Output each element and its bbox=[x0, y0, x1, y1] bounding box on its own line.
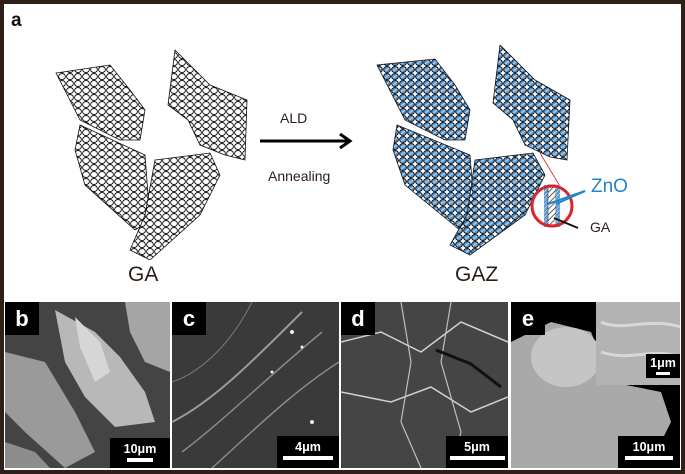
ga-lattice-illustration bbox=[55, 49, 248, 260]
zno-label: ZnO bbox=[591, 176, 628, 197]
panel-label-b: b bbox=[5, 302, 39, 335]
scale-bar-b-line bbox=[127, 458, 153, 462]
inset-scale-bar-e-label: 1μm bbox=[650, 356, 676, 370]
panel-label-a: a bbox=[11, 10, 22, 31]
scale-bar-c-label: 4μm bbox=[295, 440, 321, 454]
zno-coating-inset bbox=[530, 184, 586, 229]
scale-bar-b-label: 10μm bbox=[123, 442, 157, 456]
ald-label: ALD bbox=[280, 110, 308, 126]
panel-label-c: c bbox=[172, 302, 206, 335]
inset-scale-bar-e-line bbox=[656, 372, 670, 375]
scale-bar-d: 5μm bbox=[446, 436, 508, 468]
scale-bar-e-label: 10μm bbox=[632, 440, 666, 454]
scale-bar-c-line bbox=[283, 456, 333, 460]
annealing-label: Annealing bbox=[268, 168, 331, 184]
scale-bar-b: 10μm bbox=[110, 438, 170, 468]
scale-bar-c: 4μm bbox=[277, 436, 339, 468]
panel-label-e: e bbox=[511, 302, 545, 335]
panel-label-d: d bbox=[341, 302, 375, 335]
scale-bar-e: 10μm bbox=[618, 436, 680, 468]
scale-bar-e-line bbox=[625, 456, 673, 460]
sem-image-d: d 5μm bbox=[341, 302, 508, 468]
scale-bar-d-line bbox=[449, 456, 505, 460]
ga-caption: GA bbox=[128, 263, 159, 286]
ga-inset-label: GA bbox=[590, 219, 611, 235]
inset-scale-bar-e: 1μm bbox=[646, 354, 680, 378]
scale-bar-d-label: 5μm bbox=[464, 440, 490, 454]
gaz-lattice-illustration bbox=[376, 45, 571, 256]
sem-image-b: b 10μm bbox=[5, 302, 170, 468]
process-arrow-icon bbox=[260, 132, 353, 150]
gaz-caption: GAZ bbox=[455, 263, 499, 286]
sem-image-e: e 1μm 10μm bbox=[511, 302, 680, 468]
sem-image-c: c 4μm bbox=[172, 302, 339, 468]
